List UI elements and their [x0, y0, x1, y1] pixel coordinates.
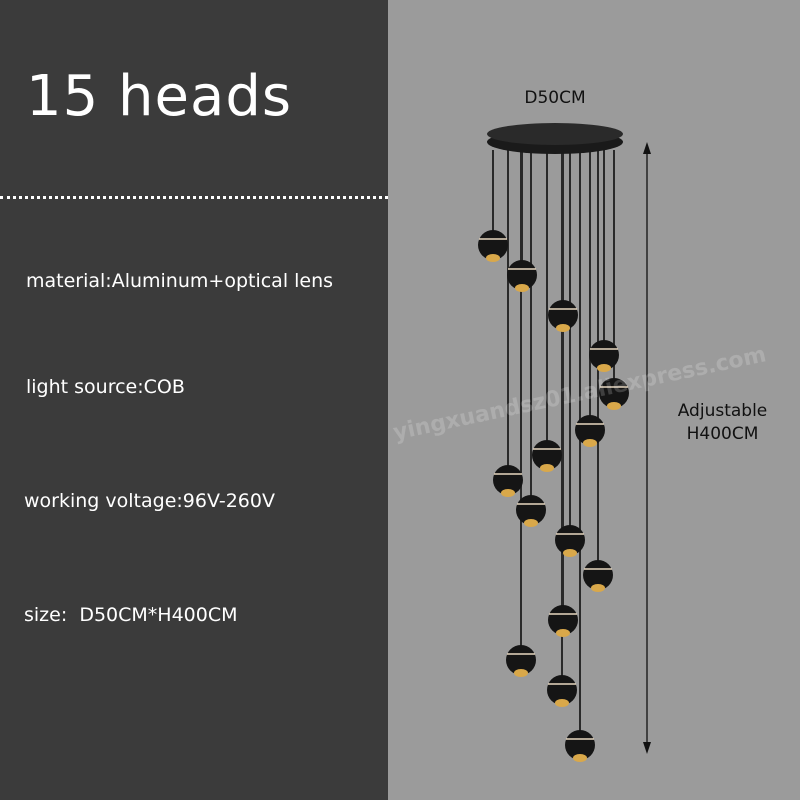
dotted-divider	[0, 196, 388, 199]
pendant-ball	[575, 415, 605, 445]
heading: 15 heads	[26, 64, 293, 129]
canopy-top	[487, 123, 623, 145]
pendant-lens	[501, 489, 515, 497]
pendant-ball	[555, 525, 585, 555]
pendant-ball	[478, 230, 508, 260]
pendant-ball	[589, 340, 619, 370]
pendant-lens	[515, 284, 529, 292]
spec-size: size: D50CM*H400CM	[24, 604, 238, 626]
pendant-ball	[565, 730, 595, 760]
pendant-lens	[524, 519, 538, 527]
height-label: Adjustable H400CM	[660, 400, 785, 446]
pendant-ball	[548, 300, 578, 330]
pendant-ball	[532, 440, 562, 470]
pendant-lens	[607, 402, 621, 410]
height-label-line1: Adjustable	[677, 401, 768, 421]
pendant-ball	[599, 378, 629, 408]
pendant-lens	[563, 549, 577, 557]
pendant-lens	[486, 254, 500, 262]
pendant-ball	[493, 465, 523, 495]
pendant-lens	[583, 439, 597, 447]
height-arrow-bottom	[643, 742, 651, 754]
pendant-lens	[556, 324, 570, 332]
pendant-lens	[555, 699, 569, 707]
pendant-lens	[540, 464, 554, 472]
spec-voltage: working voltage:96V-260V	[24, 490, 275, 512]
pendant-ball	[516, 495, 546, 525]
spec-light-source: light source:COB	[26, 376, 185, 398]
left-panel	[0, 0, 388, 800]
pendant-ball	[548, 605, 578, 635]
pendant-ball	[507, 260, 537, 290]
spec-material: material:Aluminum+optical lens	[26, 270, 334, 292]
height-label-line2: H400CM	[686, 424, 759, 444]
height-arrow-top	[643, 142, 651, 154]
diameter-label: D50CM	[524, 88, 586, 108]
pendant-ball	[506, 645, 536, 675]
pendant-lens	[591, 584, 605, 592]
pendant-lens	[573, 754, 587, 762]
pendant-ball	[547, 675, 577, 705]
pendant-lens	[597, 364, 611, 372]
pendant-ball	[583, 560, 613, 590]
pendant-lens	[556, 629, 570, 637]
pendant-lens	[514, 669, 528, 677]
